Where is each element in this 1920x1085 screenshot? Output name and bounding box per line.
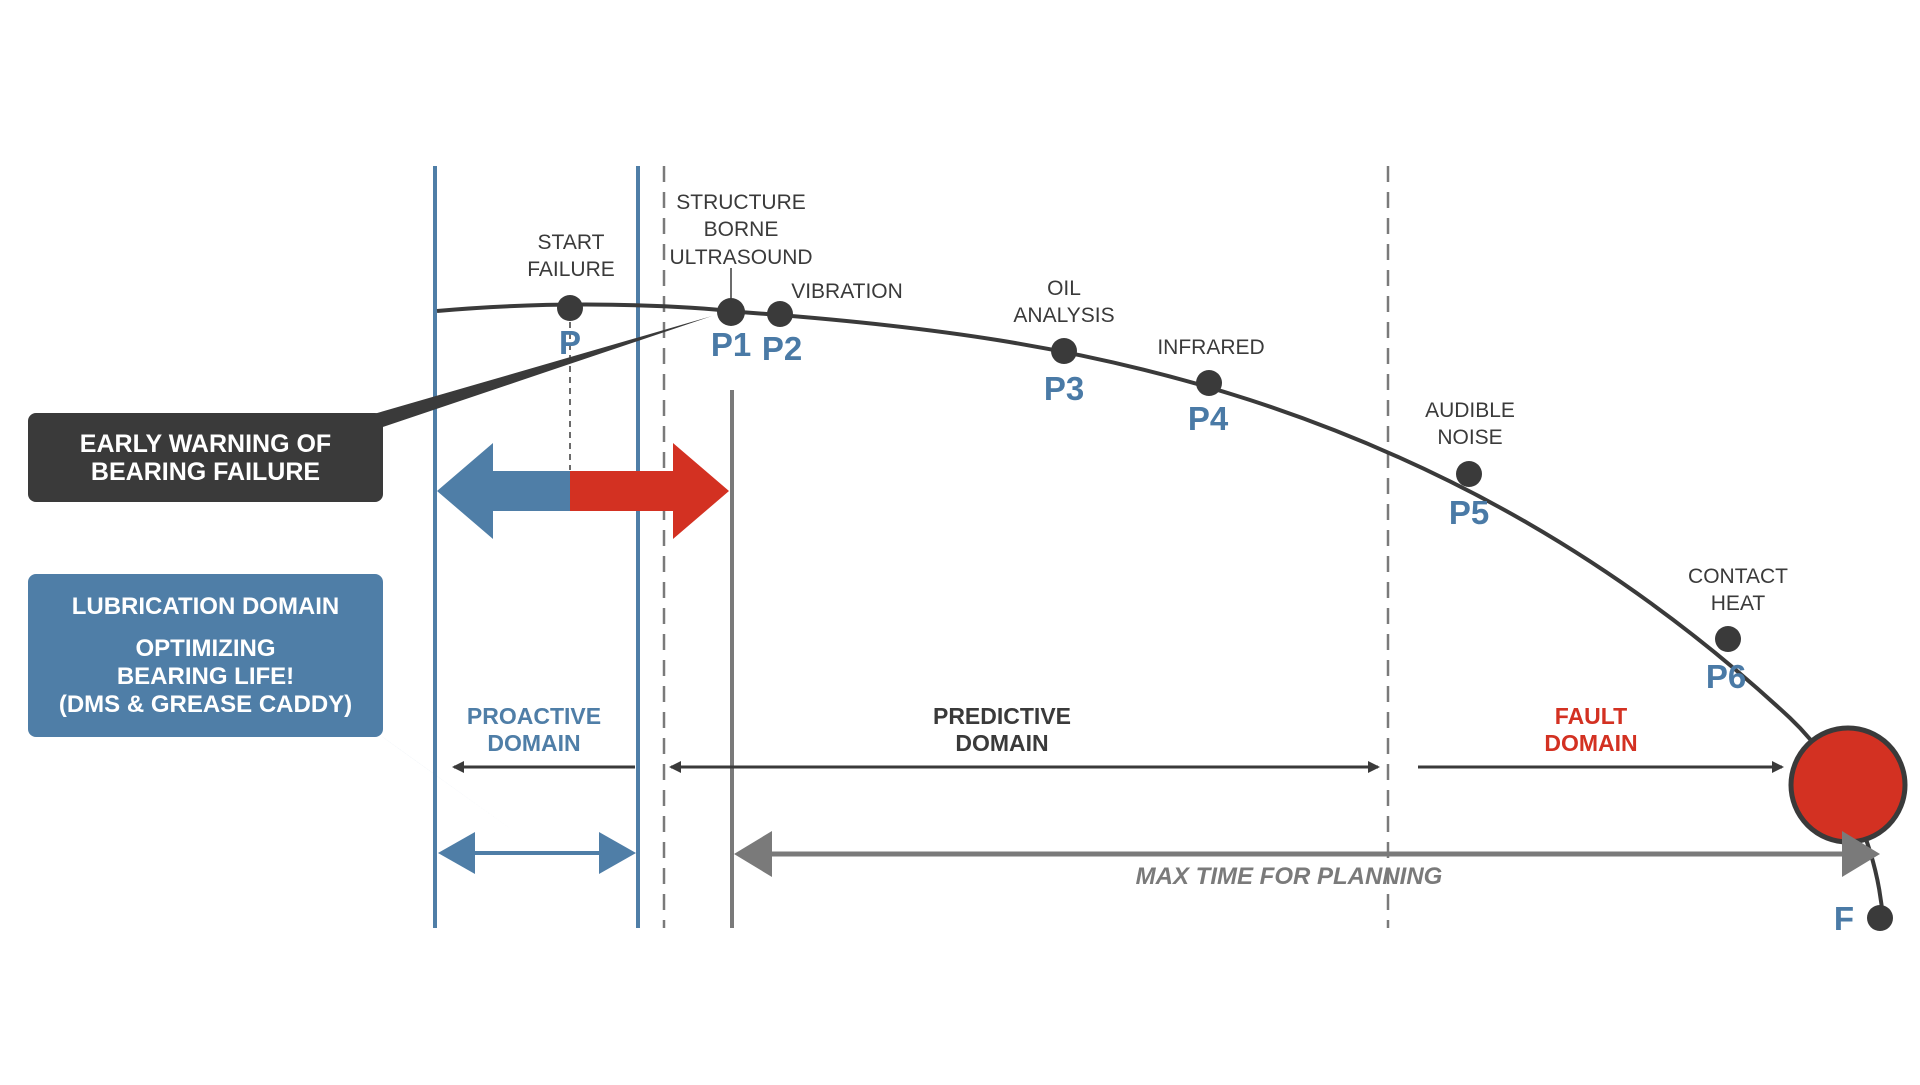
fault-domain-label-2: DOMAIN <box>1544 730 1637 756</box>
point-f <box>1867 905 1893 931</box>
fault-circle <box>1788 725 1908 845</box>
point-id-p2: P2 <box>762 330 802 367</box>
label-start-failure-2: FAILURE <box>527 258 615 281</box>
lubrication-span-left-head <box>438 832 475 874</box>
label-p1-3: ULTRASOUND <box>669 246 812 269</box>
label-contact-2: HEAT <box>1711 592 1766 615</box>
point-p <box>557 295 583 321</box>
red-arrow-right <box>570 443 729 539</box>
label-audible-1: AUDIBLE <box>1425 399 1515 422</box>
point-p4 <box>1196 370 1222 396</box>
point-id-p6: P6 <box>1706 658 1746 695</box>
label-oil-2: ANALYSIS <box>1013 304 1114 327</box>
lubrication-callout: LUBRICATION DOMAIN OPTIMIZING BEARING LI… <box>28 574 383 737</box>
point-id-p3: P3 <box>1044 370 1084 407</box>
point-p5 <box>1456 461 1482 487</box>
lubrication-pointer <box>370 728 540 850</box>
early-warning-callout: EARLY WARNING OF BEARING FAILURE <box>28 413 383 502</box>
label-infrared: INFRARED <box>1157 336 1264 359</box>
predictive-domain-label-2: DOMAIN <box>955 730 1048 756</box>
point-p6 <box>1715 626 1741 652</box>
planning-span-right-head <box>1842 831 1880 877</box>
pf-curve <box>436 302 1885 921</box>
early-warning-pointer <box>360 316 712 428</box>
point-p1 <box>717 298 745 326</box>
early-warning-line-2: BEARING FAILURE <box>90 457 321 486</box>
point-id-p: P <box>559 324 581 361</box>
predictive-domain-label-1: PREDICTIVE <box>933 703 1071 729</box>
point-p2 <box>767 301 793 327</box>
planning-span-left-head <box>734 831 772 877</box>
point-p3 <box>1051 338 1077 364</box>
lubrication-line-2: BEARING LIFE! <box>116 662 295 690</box>
point-id-p5: P5 <box>1449 494 1489 531</box>
proactive-domain-label-1: PROACTIVE <box>467 703 601 729</box>
blue-arrow-left <box>437 443 570 539</box>
point-id-f: F <box>1834 900 1854 937</box>
early-warning-line-1: EARLY WARNING OF <box>79 429 332 458</box>
label-audible-2: NOISE <box>1437 426 1502 449</box>
lubrication-line-3: (DMS & GREASE CADDY) <box>58 690 353 718</box>
label-contact-1: CONTACT <box>1688 565 1788 588</box>
lubrication-span-right-head <box>599 832 636 874</box>
lubrication-title: LUBRICATION DOMAIN <box>71 592 340 620</box>
fault-domain-label-1: FAULT <box>1555 703 1627 729</box>
point-id-p4: P4 <box>1188 400 1229 437</box>
label-start-failure-1: START <box>538 231 605 254</box>
label-oil-1: OIL <box>1047 277 1081 300</box>
label-p1-1: STRUCTURE <box>676 191 806 214</box>
proactive-domain-label-2: DOMAIN <box>487 730 580 756</box>
point-id-p1: P1 <box>711 326 751 363</box>
label-vibration: VIBRATION <box>791 280 903 303</box>
lubrication-line-1: OPTIMIZING <box>135 634 276 662</box>
max-time-planning-label: MAX TIME FOR PLANNING <box>1136 863 1443 890</box>
label-p1-2: BORNE <box>704 218 779 241</box>
